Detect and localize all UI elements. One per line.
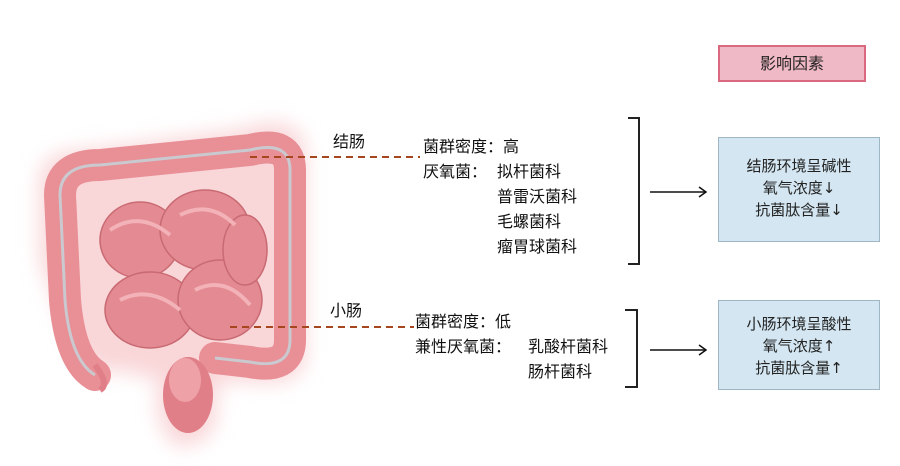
small-intestine-anaerobes-label: 兼性厌氧菌：	[415, 337, 512, 356]
colon-factor: 氧气浓度↓	[762, 179, 836, 197]
colon-density: 菌群密度：高	[423, 137, 520, 156]
colon-bacteria: 毛螺菌科	[497, 212, 562, 231]
colon-bacteria: 瘤胃球菌科	[497, 237, 578, 256]
colon-bacteria: 普雷沃菌科	[497, 187, 578, 206]
appendix	[92, 363, 107, 393]
colon-factor: 抗菌肽含量↓	[755, 201, 843, 219]
small-intestine-factor: 小肠环境呈酸性	[746, 315, 852, 333]
small-intestine-bacteria: 乳酸杆菌科	[528, 337, 609, 356]
small-intestine-bacteria: 肠杆菌科	[528, 362, 593, 381]
small-intestine-bracket	[625, 309, 638, 388]
colon-anaerobes-label: 厌氧菌：	[423, 162, 488, 181]
small-intestine-density: 菌群密度：低	[415, 312, 512, 331]
small-intestine	[99, 189, 268, 349]
small-intestine-factor: 抗菌肽含量↑	[755, 359, 843, 377]
small-intestine-factors-box: 小肠环境呈酸性 氧气浓度↑ 抗菌肽含量↑	[718, 300, 880, 390]
colon-bracket	[628, 117, 640, 265]
small-intestine-factor: 氧气浓度↑	[762, 337, 836, 355]
colon-factors-box: 结肠环境呈碱性 氧气浓度↓ 抗菌肽含量↓	[718, 137, 880, 242]
small-intestine-label: 小肠	[330, 301, 363, 320]
colon-label: 结肠	[333, 132, 366, 151]
colon-factor: 结肠环境呈碱性	[746, 157, 852, 175]
arrow-icon	[650, 186, 708, 356]
colon-bacteria: 拟杆菌科	[497, 162, 562, 181]
factors-title: 影响因素	[718, 45, 866, 82]
